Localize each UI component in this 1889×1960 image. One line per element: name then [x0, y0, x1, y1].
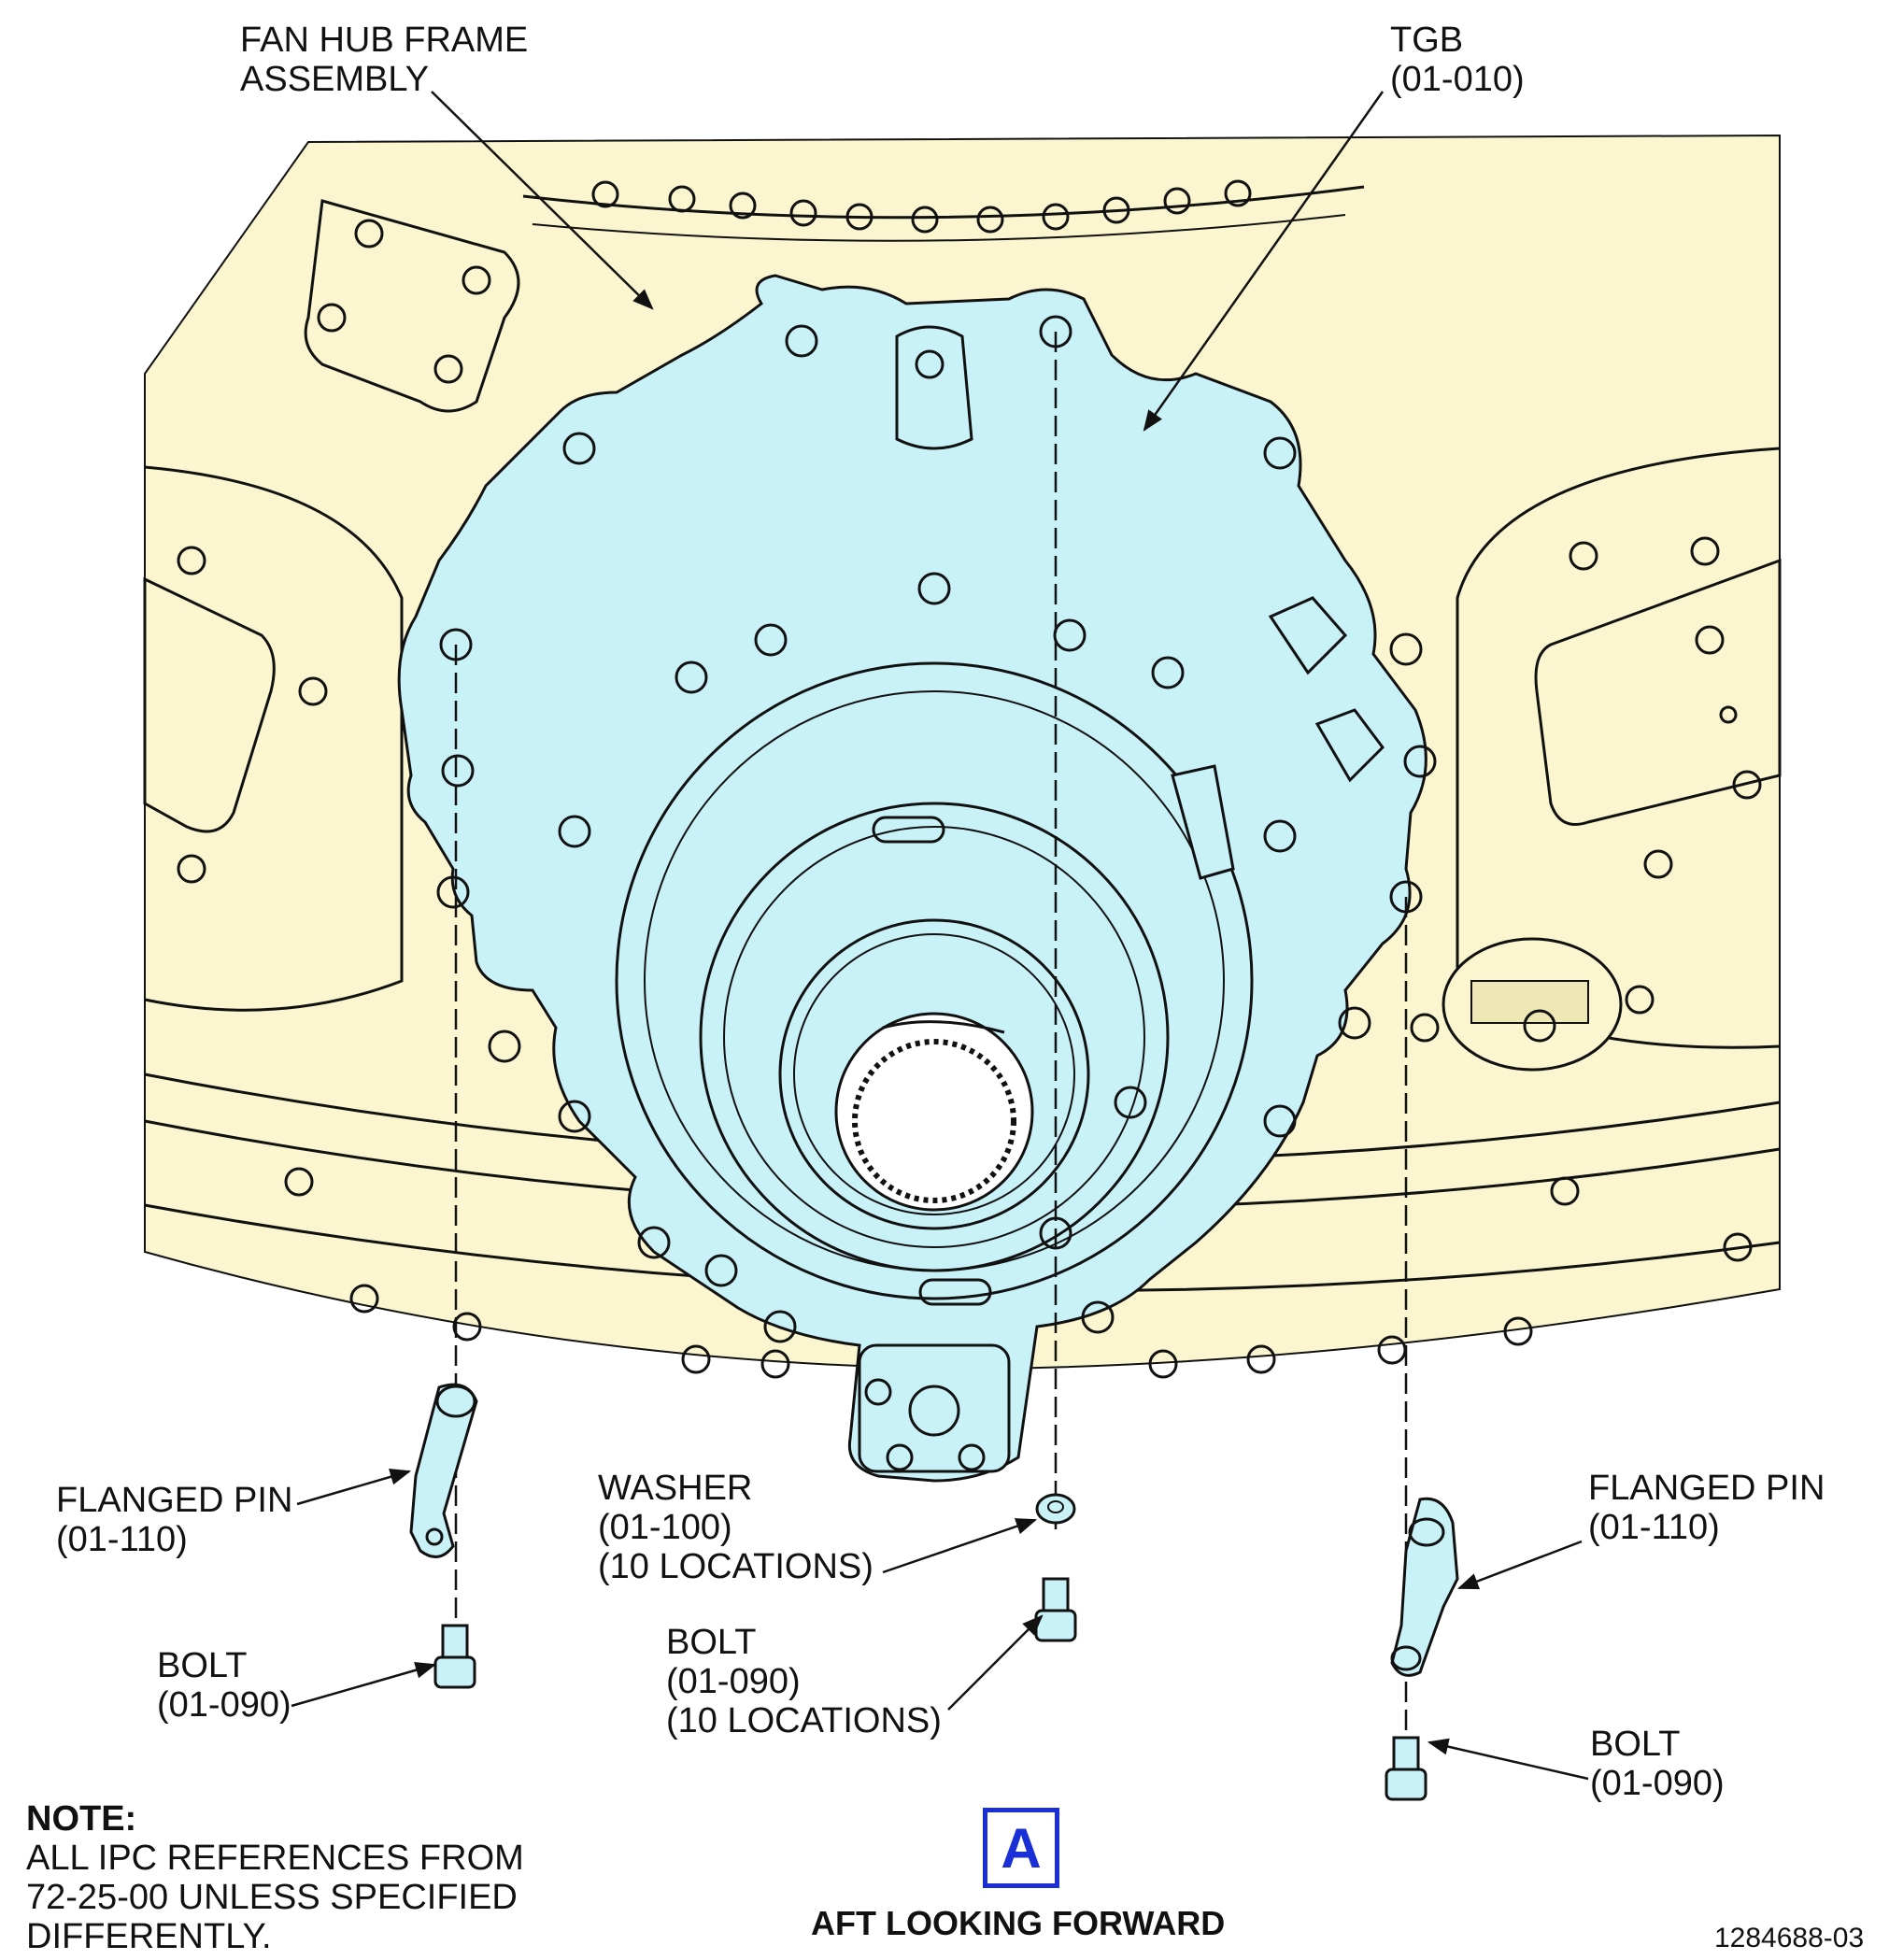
callout-line: ASSEMBLY	[240, 60, 430, 99]
callout-line: BOLT	[666, 1623, 757, 1662]
callout-line: (01-110)	[56, 1520, 188, 1559]
callout-line: (01-090)	[157, 1685, 291, 1725]
callout-tgb: TGB (01-010)	[1390, 21, 1525, 99]
frame-bolt-heads	[177, 179, 1762, 1379]
callout-line: WASHER	[598, 1469, 753, 1508]
callout-flanged-pin-left: FLANGED PIN (01-110)	[56, 1481, 292, 1559]
callout-line: (01-110)	[1588, 1508, 1720, 1547]
callout-line: FLANGED PIN	[56, 1481, 293, 1520]
callout-line: (10 LOCATIONS)	[666, 1701, 942, 1740]
note-line: DIFFERENTLY.	[26, 1917, 272, 1956]
tgb-housing	[397, 274, 1427, 1483]
callout-line: (10 LOCATIONS)	[598, 1547, 873, 1586]
bolt-center-part	[1034, 1577, 1077, 1642]
flanged-pin-left-part	[409, 1383, 478, 1558]
callout-line: (01-010)	[1390, 60, 1525, 99]
note-heading: NOTE:	[26, 1799, 137, 1839]
callout-line: (01-090)	[1590, 1764, 1725, 1803]
callout-line: (01-100)	[598, 1508, 732, 1547]
callout-line: BOLT	[1590, 1725, 1681, 1764]
figure-number: 1284688-03	[1714, 1923, 1865, 1953]
callout-flanged-pin-right: FLANGED PIN (01-110)	[1588, 1469, 1825, 1547]
note-block: NOTE: ALL IPC REFERENCES FROM 72-25-00 U…	[26, 1799, 524, 1956]
callout-line: (01-090)	[666, 1662, 801, 1701]
callout-bolt-left: BOLT (01-090)	[157, 1646, 291, 1725]
tgb-bolts	[436, 315, 1437, 1471]
view-letter-box: A	[983, 1808, 1059, 1888]
callout-line: FAN HUB FRAME	[240, 21, 529, 60]
callout-bolt-center: BOLT (01-090) (10 LOCATIONS)	[666, 1623, 942, 1740]
callout-fan-hub-frame-assembly: FAN HUB FRAME ASSEMBLY	[240, 21, 528, 99]
note-line: ALL IPC REFERENCES FROM	[26, 1839, 524, 1878]
flanged-pin-right-part	[1390, 1497, 1459, 1677]
callout-line: FLANGED PIN	[1588, 1469, 1825, 1508]
bolt-right-part	[1385, 1736, 1427, 1801]
callout-line: TGB	[1390, 21, 1464, 60]
leader-lines	[291, 91, 1589, 1781]
callout-bolt-right: BOLT (01-090)	[1590, 1725, 1725, 1803]
note-line: 72-25-00 UNLESS SPECIFIED	[26, 1878, 518, 1917]
callout-washer: WASHER (01-100) (10 LOCATIONS)	[598, 1469, 873, 1586]
washer-part	[1035, 1493, 1076, 1525]
bolt-left-part	[433, 1624, 476, 1689]
callout-line: BOLT	[157, 1646, 248, 1685]
view-caption: AFT LOOKING FORWARD	[811, 1904, 1226, 1942]
